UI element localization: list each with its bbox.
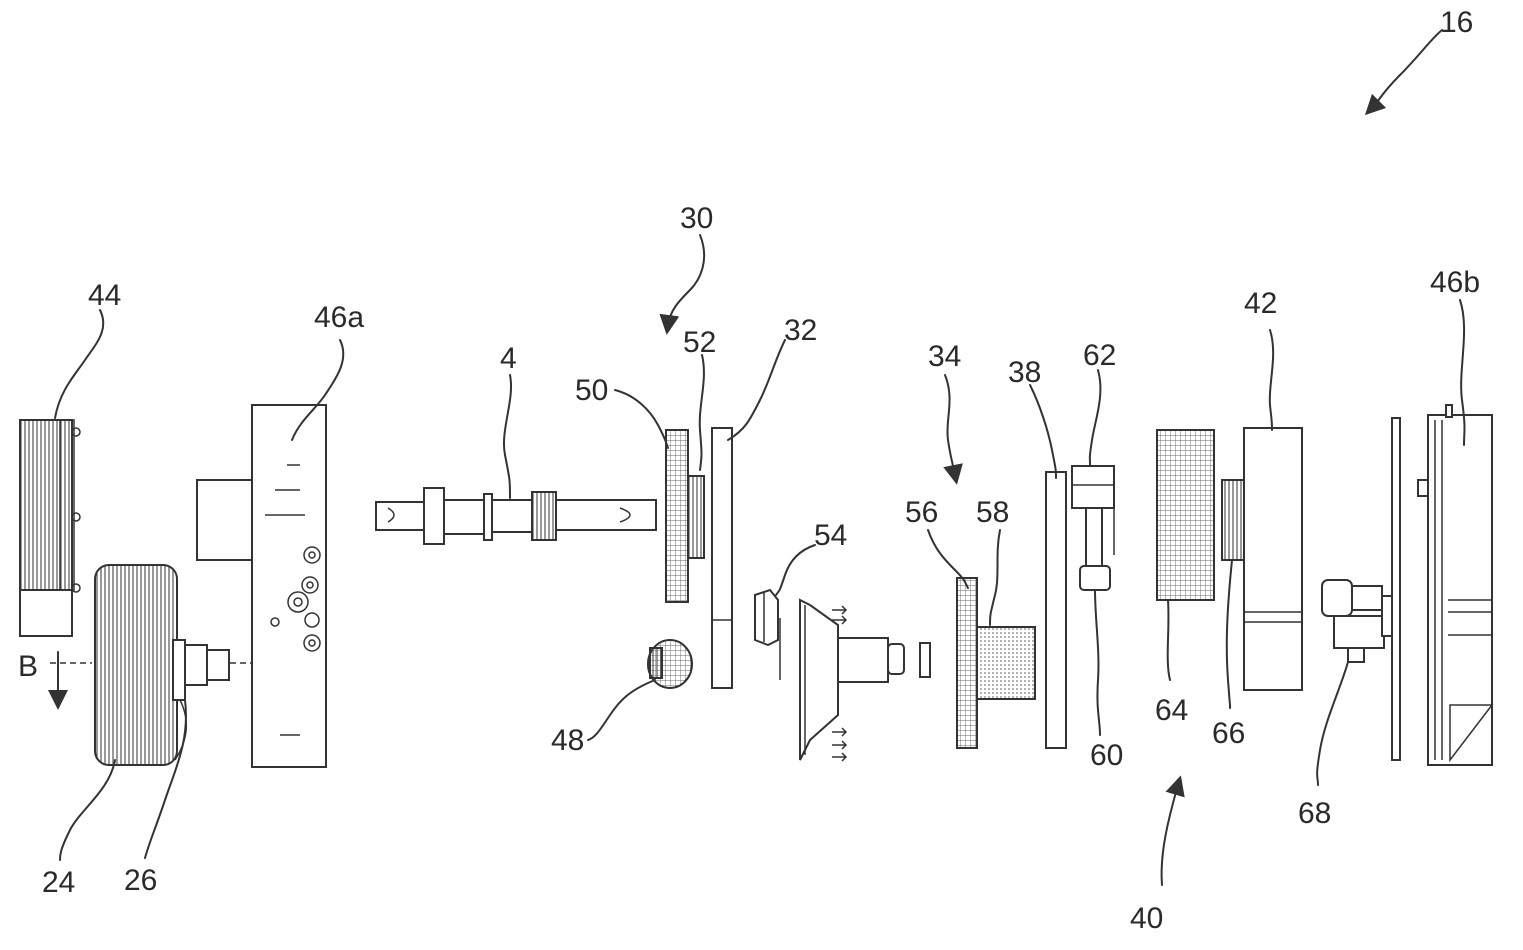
label-52: 52 <box>683 326 716 359</box>
label-66: 66 <box>1212 717 1245 750</box>
label-62: 62 <box>1083 339 1116 372</box>
valve-68 <box>1321 579 1397 663</box>
housing-46a <box>196 404 327 768</box>
label-4: 4 <box>500 342 517 375</box>
cover-46b <box>1391 404 1494 766</box>
label-38: 38 <box>1008 356 1041 389</box>
label-68: 68 <box>1298 797 1331 830</box>
gear-56 <box>956 577 978 749</box>
label-50: 50 <box>575 374 608 407</box>
label-60: 60 <box>1090 739 1123 772</box>
drum-64 <box>1156 429 1215 601</box>
heat-sink-44 <box>19 419 81 637</box>
gear-50 <box>665 429 689 603</box>
label-40: 40 <box>1130 902 1163 935</box>
label-48: 48 <box>551 724 584 757</box>
assembly-16-callout: 16 <box>1364 6 1473 116</box>
plate-38 <box>1045 471 1067 749</box>
label-46b: 46b <box>1430 266 1480 299</box>
label-24: 24 <box>42 866 75 899</box>
label-64: 64 <box>1155 694 1188 727</box>
block-42 <box>1243 427 1303 691</box>
label-46a: 46a <box>314 301 364 334</box>
label-56: 56 <box>905 496 938 529</box>
motor-24 <box>94 564 230 766</box>
hub-52 <box>687 475 705 559</box>
label-44: 44 <box>88 279 121 312</box>
shaft-4 <box>375 487 657 545</box>
label-42: 42 <box>1244 287 1277 320</box>
label-58: 58 <box>976 496 1009 529</box>
label-16: 16 <box>1440 6 1473 39</box>
label-54: 54 <box>814 519 847 552</box>
core-58 <box>976 626 1036 700</box>
label-34: 34 <box>928 340 961 373</box>
diaphragm-assembly <box>779 598 931 762</box>
clip-54 <box>754 588 779 647</box>
mechanism-62 <box>1071 465 1115 591</box>
section-b-left-label: B <box>18 650 38 683</box>
section-b-left: B <box>18 650 92 710</box>
knob-48 <box>647 639 693 689</box>
label-30: 30 <box>680 202 713 235</box>
coupling-66 <box>1221 479 1245 561</box>
label-32: 32 <box>784 314 817 347</box>
plate-32 <box>711 427 733 689</box>
label-26: 26 <box>124 864 157 897</box>
